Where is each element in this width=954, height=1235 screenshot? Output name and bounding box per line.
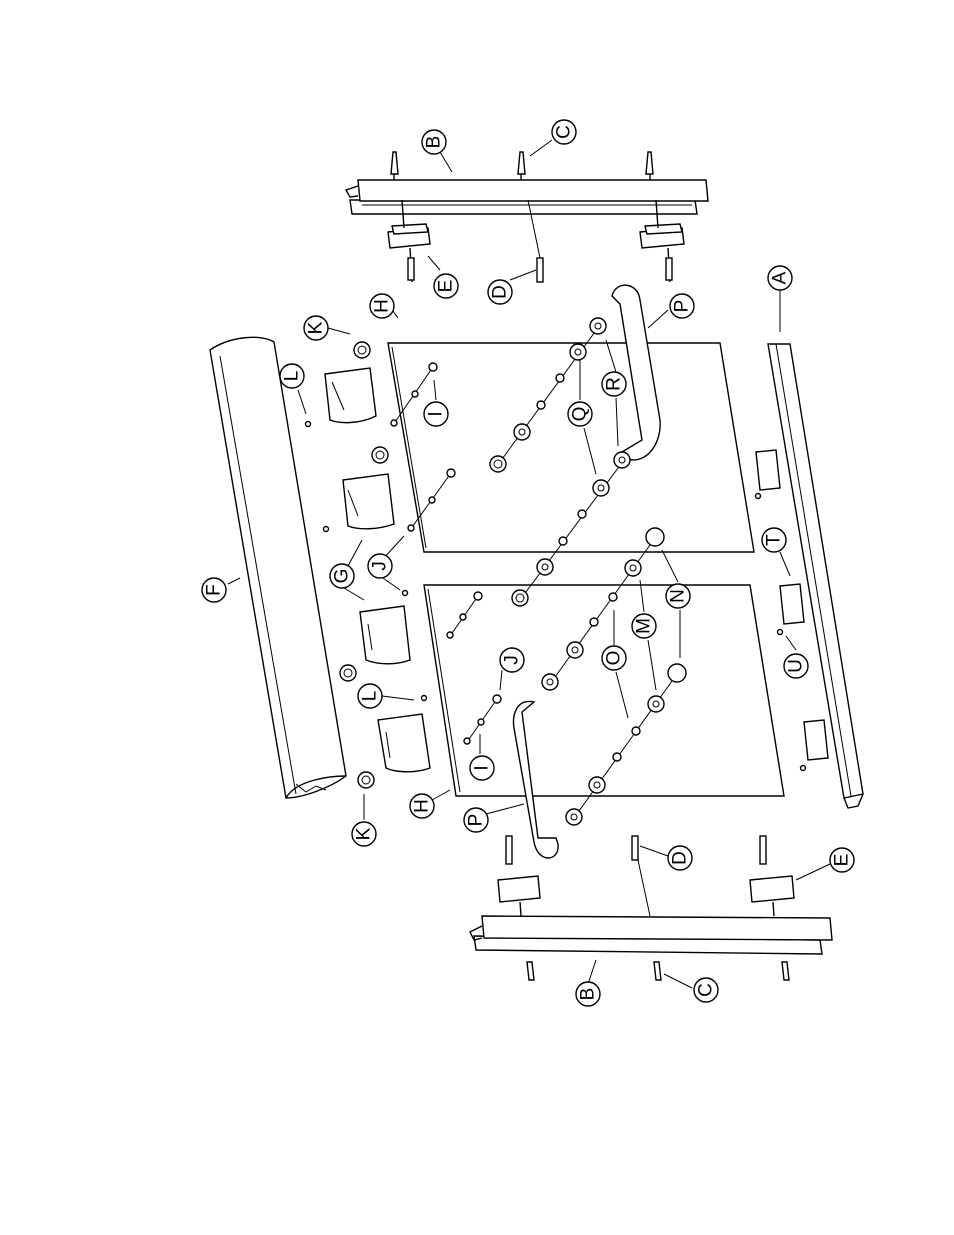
svg-text:B: B xyxy=(424,136,445,149)
svg-text:L: L xyxy=(360,691,381,702)
callout-L-bottom: L xyxy=(358,684,382,708)
svg-text:N: N xyxy=(668,589,689,603)
svg-text:B: B xyxy=(578,988,599,1001)
callout-K-bottom: K xyxy=(352,822,376,846)
callout-B-top: B xyxy=(422,130,446,154)
callout-I-bottom: I xyxy=(470,756,494,780)
svg-text:H: H xyxy=(372,299,393,313)
svg-text:E: E xyxy=(436,280,457,293)
callout-M: M xyxy=(632,614,656,638)
callout-F: F xyxy=(202,578,226,602)
svg-text:L: L xyxy=(282,371,303,382)
svg-text:F: F xyxy=(204,584,225,596)
svg-text:G: G xyxy=(332,569,353,584)
svg-text:P: P xyxy=(672,300,693,313)
callout-R: R xyxy=(602,372,626,396)
callout-C-bottom: C xyxy=(694,978,718,1002)
callout-D-bottom: D xyxy=(668,846,692,870)
svg-text:P: P xyxy=(466,814,487,827)
callout-P-bottom: P xyxy=(464,808,488,832)
callout-L-top: L xyxy=(280,364,304,388)
svg-text:H: H xyxy=(412,799,433,813)
callout-Q: Q xyxy=(568,402,592,426)
svg-text:U: U xyxy=(786,659,807,673)
svg-text:I: I xyxy=(472,765,493,770)
top-pins xyxy=(391,152,653,180)
upper-door-panel xyxy=(388,343,754,552)
svg-text:K: K xyxy=(306,321,327,334)
svg-text:D: D xyxy=(490,285,511,299)
callout-G: G xyxy=(330,564,354,588)
svg-text:T: T xyxy=(764,534,785,546)
svg-text:O: O xyxy=(604,651,625,666)
svg-text:M: M xyxy=(634,618,655,634)
top-track xyxy=(346,180,708,214)
callout-H-bottom: H xyxy=(410,794,434,818)
callout-D-top: D xyxy=(488,280,512,304)
callout-J-top: J xyxy=(368,554,392,578)
leader-lines xyxy=(228,140,830,988)
callout-E-top: E xyxy=(434,274,458,298)
svg-text:Q: Q xyxy=(570,407,591,422)
bottom-pins xyxy=(527,962,789,980)
callout-T: T xyxy=(762,528,786,552)
bottom-track xyxy=(470,916,832,954)
svg-text:E: E xyxy=(832,854,853,867)
callout-O: O xyxy=(602,646,626,670)
svg-text:J: J xyxy=(502,655,523,665)
svg-text:J: J xyxy=(370,561,391,571)
callout-N: N xyxy=(666,584,690,608)
svg-text:C: C xyxy=(696,983,717,997)
svg-text:C: C xyxy=(554,125,575,139)
svg-text:R: R xyxy=(604,377,625,391)
callout-C-top: C xyxy=(552,120,576,144)
svg-text:I: I xyxy=(426,411,447,416)
callout-H-top: H xyxy=(370,294,394,318)
svg-text:K: K xyxy=(354,827,375,840)
svg-text:A: A xyxy=(770,271,791,284)
svg-text:D: D xyxy=(670,851,691,865)
callout-E-bottom: E xyxy=(830,848,854,872)
callout-B-bottom: B xyxy=(576,982,600,1006)
callout-I-top: I xyxy=(424,402,448,426)
callout-J-bottom: J xyxy=(500,648,524,672)
callout-U: U xyxy=(784,654,808,678)
left-jamb-tube xyxy=(210,337,346,798)
callout-P-top: P xyxy=(670,294,694,318)
callout-A: A xyxy=(768,266,792,290)
callout-K-top: K xyxy=(304,316,328,340)
